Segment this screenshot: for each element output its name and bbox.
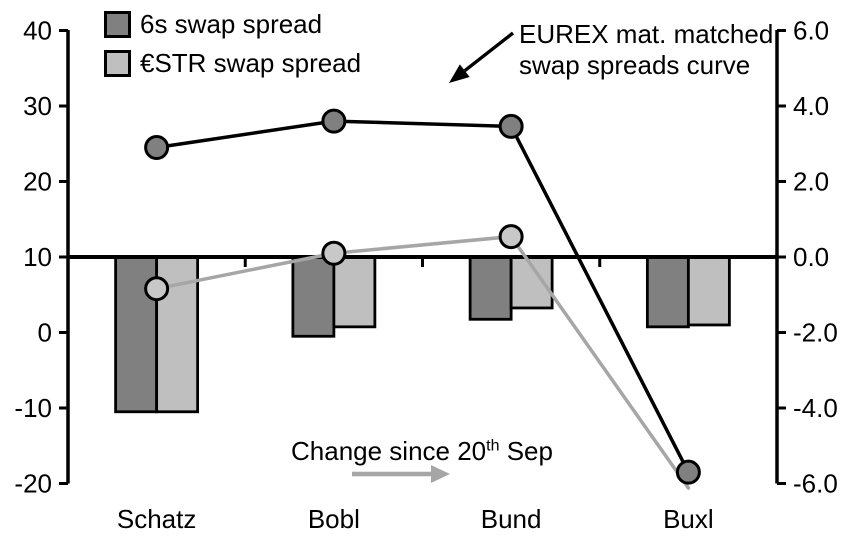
marker-estr-curve-schatz	[144, 276, 170, 302]
marker-estr-curve-bund	[498, 224, 524, 250]
legend-swatch-estr	[104, 49, 131, 77]
marker-6s-curve-bund	[498, 113, 524, 139]
legend: 6s swap spread €STR swap spread	[104, 9, 362, 89]
curve-annotation-line2: swap spreads curve	[519, 50, 751, 80]
marker-estr-curve-bobl	[321, 240, 347, 266]
line-6s-curve	[154, 119, 691, 474]
right-axis-tick-label: 2.0	[793, 167, 829, 197]
bar-6s-bobl	[291, 255, 336, 338]
legend-label-estr: €STR swap spread	[140, 48, 362, 78]
right-axis-tick-label: 4.0	[793, 91, 829, 121]
change-annotation-sup: th	[486, 437, 500, 455]
x-axis-label-buxl: Buxl	[663, 504, 714, 534]
change-annotation-arrow-head	[431, 465, 450, 483]
right-axis-tick-label: 0.0	[793, 242, 829, 272]
x-axis-label-bund: Bund	[481, 504, 542, 534]
bar-6s-bund	[468, 255, 513, 321]
left-axis-tick-label: 20	[23, 167, 52, 197]
left-axis-tick-label: 30	[23, 91, 52, 121]
marker-6s-curve-schatz	[144, 135, 170, 161]
line-estr-curve	[154, 234, 691, 490]
bar-6s-buxl	[645, 255, 690, 329]
left-axis-tick-label: 40	[23, 16, 52, 46]
right-axis-tick-label: -2.0	[793, 318, 838, 348]
marker-6s-curve-bobl	[321, 108, 347, 134]
curve-annotation: EUREX mat. matched swap spreads curve	[519, 19, 773, 81]
x-axis-label-bobl: Bobl	[308, 504, 360, 534]
right-axis-tick-label: 6.0	[793, 16, 829, 46]
bar-estr-buxl	[686, 255, 731, 327]
right-axis-tick-label: -4.0	[793, 393, 838, 423]
left-axis-tick-label: 0	[38, 318, 52, 348]
left-axis-tick-label: 10	[23, 242, 52, 272]
curve-annotation-line1: EUREX mat. matched	[519, 19, 774, 49]
legend-item-6s: 6s swap spread	[104, 9, 361, 39]
x-axis-label-schatz: Schatz	[117, 504, 197, 534]
change-annotation-suffix: Sep	[499, 436, 553, 466]
change-annotation: Change since 20th Sep	[291, 437, 553, 466]
right-axis-tick-label: -6.0	[793, 469, 838, 499]
left-axis-tick-label: -20	[14, 469, 52, 499]
bar-estr-bobl	[332, 255, 377, 329]
left-axis-tick-label: -10	[14, 393, 52, 423]
legend-swatch-6s	[104, 10, 131, 38]
legend-label-6s: 6s swap spread	[140, 9, 323, 39]
curve-annotation-arrow-head	[449, 64, 470, 83]
curve-annotation-arrow-shaft	[463, 31, 515, 73]
legend-item-estr: €STR swap spread	[104, 48, 362, 78]
marker-6s-curve-buxl	[675, 459, 701, 485]
change-annotation-prefix: Change since 20	[291, 436, 487, 466]
